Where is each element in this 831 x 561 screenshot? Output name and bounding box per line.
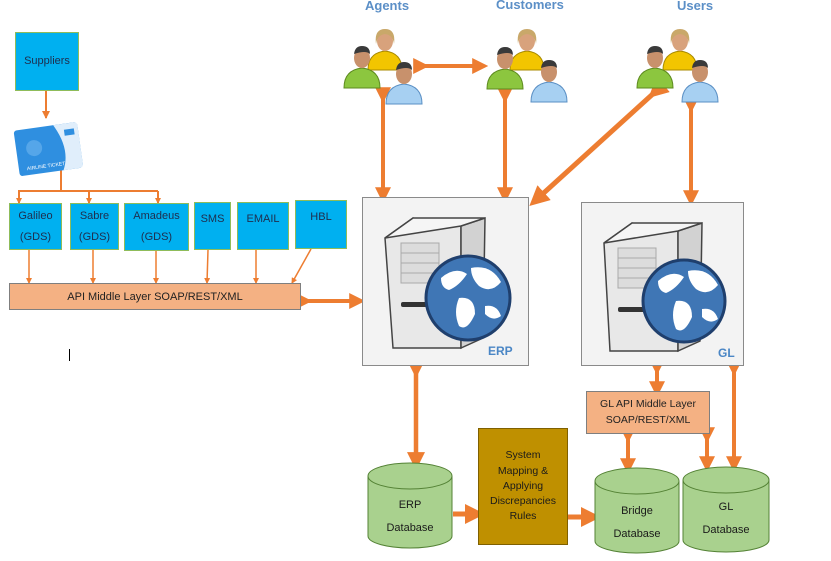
channel-name: Galileo — [18, 209, 53, 222]
web-server-icon — [603, 221, 727, 353]
bridge-database-cylinder — [594, 467, 680, 554]
mapping-line: System — [505, 449, 541, 462]
channel-box-galileo: Galileo (GDS) — [9, 203, 62, 250]
db-type: Database — [702, 524, 750, 537]
db-name: ERP — [398, 499, 422, 511]
channel-name: EMAIL — [246, 213, 280, 225]
db-type: Database — [386, 522, 434, 535]
channel-type: (GDS) — [140, 231, 173, 243]
web-server-icon — [384, 216, 512, 350]
gl-middle-line1: GL API Middle Layer — [600, 398, 696, 411]
channel-box-amadeus: Amadeus (GDS) — [124, 203, 189, 251]
channel-box-sms: SMS — [194, 202, 231, 250]
channel-type: (GDS) — [78, 230, 111, 243]
channel-type: (GDS) — [19, 230, 52, 243]
gl-database-cylinder — [682, 466, 770, 553]
gl-server-label: GL — [718, 346, 735, 360]
channel-box-hbl: HBL — [295, 200, 347, 249]
text-cursor — [69, 349, 70, 361]
bridge-database-label: Bridge Database — [595, 500, 679, 546]
mapping-line: Mapping & — [497, 464, 549, 477]
erp-database-label: ERP Database — [368, 494, 452, 540]
db-type: Database — [613, 528, 661, 541]
api-middle-layer-label: API Middle Layer SOAP/REST/XML — [67, 290, 243, 303]
channel-name: SMS — [200, 213, 225, 225]
group-label-customers: Customers — [496, 0, 564, 12]
channel-name: Sabre — [79, 209, 110, 222]
mapping-line: Rules — [509, 510, 537, 523]
arrow-users-erp — [529, 77, 670, 207]
mapping-rules-box: System Mapping & Applying Discrepancies … — [478, 428, 568, 545]
suppliers-box: Suppliers — [15, 32, 79, 91]
channel-name: HBL — [310, 211, 332, 223]
gl-middle-line2: SOAP/REST/XML — [605, 413, 691, 426]
gl-database-label: GL Database — [683, 496, 769, 542]
erp-server-box: ERP — [362, 197, 529, 366]
erp-database-cylinder — [367, 462, 453, 549]
db-name: GL — [718, 501, 734, 513]
group-label-users: Users — [677, 0, 714, 13]
arrow-sms-api — [204, 249, 211, 284]
gl-server-box: GL — [581, 202, 744, 366]
channel-box-sabre: Sabre (GDS) — [70, 203, 119, 250]
channel-box-email: EMAIL — [237, 202, 289, 250]
mapping-line: Discrepancies — [490, 495, 556, 508]
db-name: Bridge — [621, 505, 653, 517]
api-middle-layer: API Middle Layer SOAP/REST/XML — [9, 283, 301, 310]
group-label-agents: Agents — [365, 0, 410, 13]
gl-api-middle-layer: GL API Middle Layer SOAP/REST/XML — [586, 391, 710, 434]
erp-server-label: ERP — [488, 344, 513, 358]
suppliers-label: Suppliers — [24, 55, 70, 68]
arrow-hbl-api — [291, 248, 312, 284]
mapping-line: Applying — [502, 479, 544, 492]
channel-name: Amadeus — [133, 210, 180, 223]
